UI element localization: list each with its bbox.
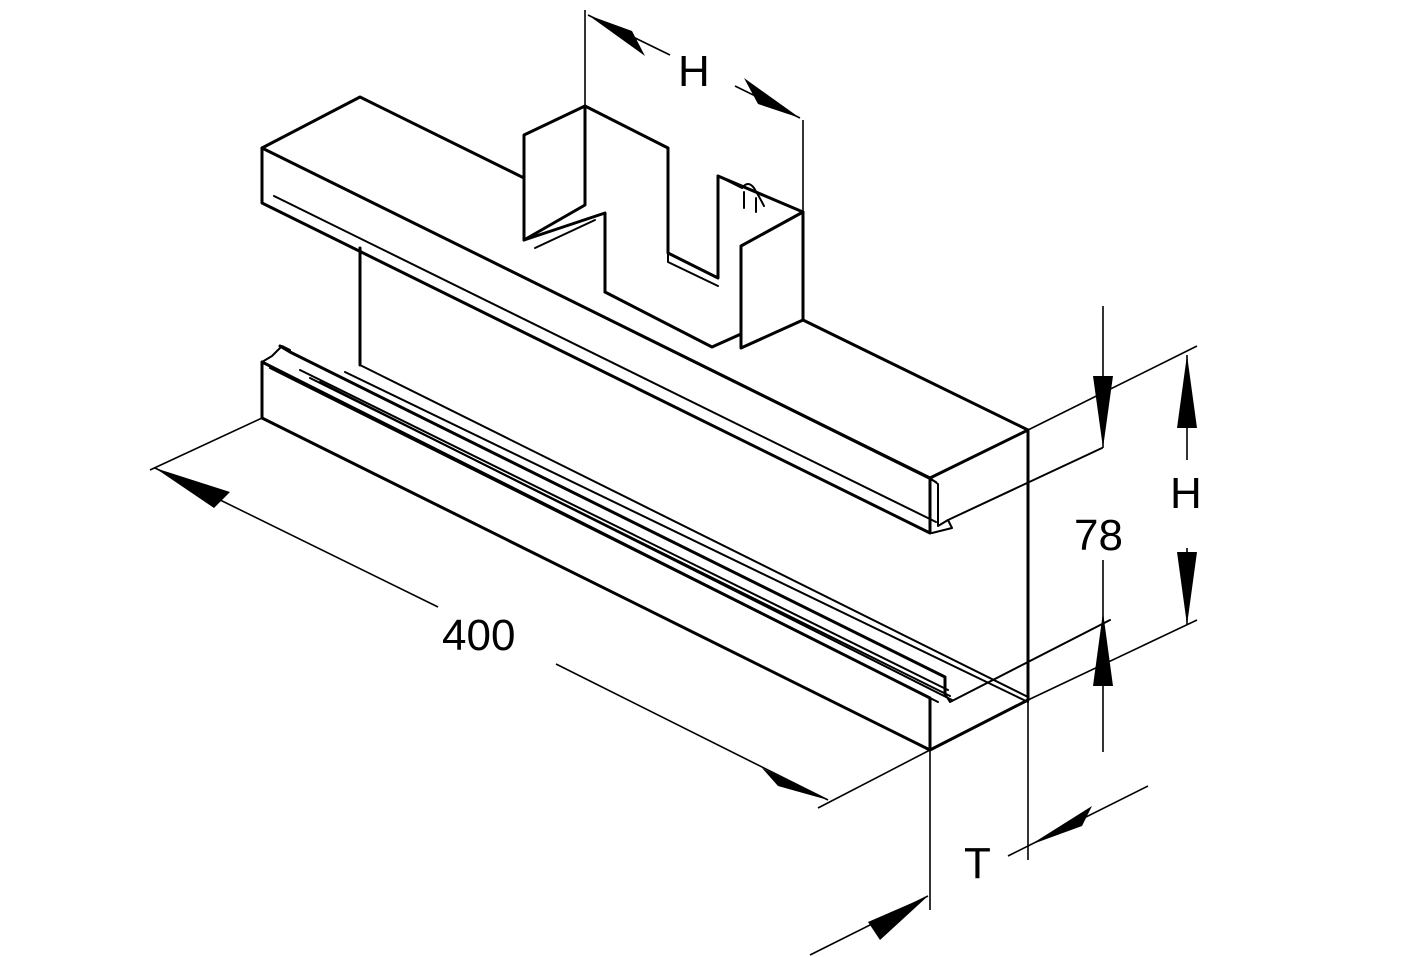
top-channel-top-left: [260, 95, 526, 180]
tee-left-flap: [522, 104, 587, 242]
duct-body: [260, 95, 1111, 752]
thickness-label: T: [964, 839, 991, 888]
arrow-icon: [588, 15, 645, 56]
arrow-icon: [1030, 806, 1092, 845]
arrow-icon: [868, 896, 928, 940]
top-h-label: H: [678, 47, 710, 96]
arrow-icon: [1177, 355, 1197, 428]
tee-branch: [522, 104, 805, 350]
tee-opening: [522, 211, 607, 294]
dimension-depth-78: 78: [1027, 306, 1198, 752]
top-channel-top-right: [801, 318, 1030, 480]
arrow-icon: [744, 78, 800, 118]
side-h-label: H: [1170, 469, 1202, 518]
arrow-icon: [762, 768, 828, 800]
arrow-icon: [1177, 552, 1197, 625]
tee-right-flap: [739, 210, 805, 350]
dimension-side-h: H: [1170, 355, 1202, 625]
bottom-channel-rail: [278, 344, 947, 696]
dimension-length-400: 400: [149, 417, 931, 809]
arrow-icon: [155, 468, 230, 508]
dimension-thickness-t: T: [809, 700, 1149, 956]
top-channel-front: [260, 146, 932, 535]
bottom-channel-front: [260, 360, 932, 752]
dimension-top-h: H: [584, 10, 804, 212]
arrow-icon: [1093, 612, 1113, 686]
arrow-icon: [1093, 376, 1113, 448]
depth-value-label: 78: [1074, 511, 1123, 560]
length-value-label: 400: [442, 611, 515, 660]
